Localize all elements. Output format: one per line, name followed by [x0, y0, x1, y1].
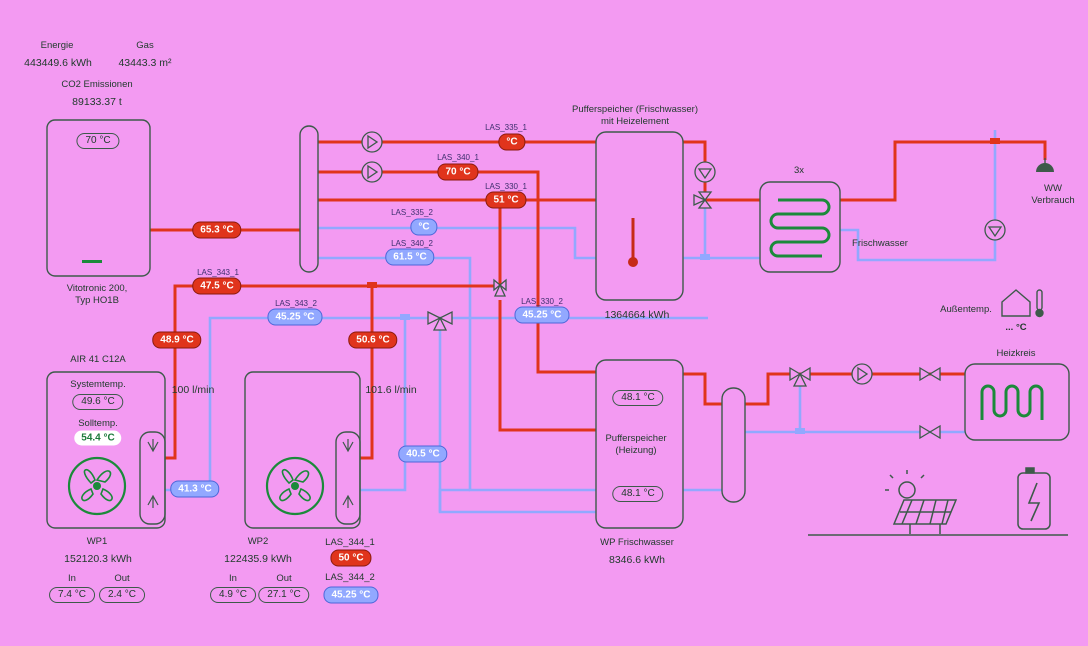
sensor-value-hot: 47.5 °C [192, 277, 242, 295]
pump-icon[interactable] [984, 219, 1006, 241]
ww-label-line2: Verbrauch [1031, 195, 1075, 206]
boiler-unit[interactable] [46, 119, 151, 277]
sensor-value-cold: 45.25 °C [323, 586, 379, 604]
wp1-name: WP1 [86, 536, 108, 547]
heat-exchanger[interactable] [759, 181, 841, 273]
shower-icon [1036, 158, 1054, 172]
wp1-out-value: 2.4 °C [99, 587, 145, 603]
wp1-set-temp-label: Solltemp. [78, 418, 118, 429]
boiler-name-line2: Typ HO1B [75, 295, 119, 306]
sensor-label: LAS_335_1 [485, 123, 527, 132]
thermometer-icon [628, 218, 638, 267]
wp2-out-value: 27.1 °C [258, 587, 310, 603]
sensor-label: LAS_330_1 [485, 182, 527, 191]
heating-separator [721, 387, 746, 503]
sensor-value-cold: 45.25 °C [267, 308, 323, 326]
pump-icon[interactable] [361, 131, 383, 153]
solar-panel-icon [885, 470, 958, 534]
wp2-name: WP2 [247, 536, 269, 547]
heat-pump-wp1[interactable] [46, 371, 166, 529]
wp2-out-label: Out [276, 573, 292, 584]
exchanger-count: 3x [793, 165, 805, 176]
wp1-set-temp-value: 54.4 °C [74, 430, 122, 446]
wp1-energy: 152120.3 kWh [64, 553, 132, 565]
wp2-energy: 122435.9 kWh [224, 553, 292, 565]
outdoor-temp-value: ... °C [1005, 322, 1027, 333]
buffer-heat-subtitle: WP Frischwasser [600, 537, 674, 548]
sensor-label: LAS_344_1 [325, 537, 375, 548]
pipe-temp-wp1-return: 41.3 °C [170, 480, 220, 498]
buffer-heat-label-line1: Pufferspeicher [605, 433, 667, 444]
wp1-system-temp-label: Systemtemp. [70, 379, 126, 390]
pipe-temp-boiler-out: 65.3 °C [192, 221, 242, 239]
buffer-heat-energy: 8346.6 kWh [608, 554, 666, 566]
heizkreis-label: Heizkreis [996, 348, 1036, 359]
sensor-value-cold: 45.25 °C [514, 306, 570, 324]
sensor-label: LAS_335_2 [391, 208, 433, 217]
three-way-valve-icon[interactable] [427, 310, 453, 331]
sensor-label: LAS_340_2 [391, 239, 433, 248]
buffer-heat-temp-bottom: 48.1 °C [612, 486, 664, 502]
pipe-junctions [367, 138, 1000, 434]
house-icon [1001, 289, 1031, 317]
wp1-flow-rate: 100 l/min [171, 384, 215, 396]
fan-icon [67, 456, 127, 516]
fan-icon [265, 456, 325, 516]
wp1-model: AIR 41 C12A [70, 354, 126, 365]
ww-label-line1: WW [1044, 183, 1062, 194]
co2-label: CO2 Emissionen [61, 79, 133, 90]
wp2-flow-rate: 101.6 l/min [365, 384, 417, 396]
sensor-label: LAS_344_2 [325, 572, 375, 583]
buffer-fresh-title-line1: Pufferspeicher (Frischwasser) [571, 104, 699, 115]
wp2-in-label: In [229, 573, 237, 584]
gas-label: Gas [136, 40, 154, 51]
gas-value: 43443.3 m² [118, 57, 172, 69]
three-way-valve-icon[interactable] [493, 278, 507, 297]
buffer-tank-heating[interactable] [595, 359, 684, 529]
three-way-valve-icon[interactable] [693, 191, 713, 209]
boiler-temp: 70 °C [76, 133, 120, 149]
sensor-label: LAS_343_1 [197, 268, 239, 277]
exchanger-label: Frischwasser [852, 238, 908, 249]
sensor-label: LAS_330_2 [521, 297, 563, 306]
pump-icon[interactable] [694, 161, 716, 183]
heating-circuit-radiator[interactable] [964, 363, 1070, 441]
pipe-temp-wp1-flow: 48.9 °C [152, 331, 202, 349]
wp2-in-value: 4.9 °C [210, 587, 256, 603]
boiler-name-line1: Vitotronic 200, [66, 283, 128, 294]
outdoor-temp-label: Außentemp. [940, 304, 992, 315]
pump-icon[interactable] [851, 363, 873, 385]
pump-icon[interactable] [361, 161, 383, 183]
three-way-valve-icon[interactable] [789, 366, 811, 387]
sensor-value-cold: 61.5 °C [385, 248, 435, 266]
pipe-temp-wp2-return: 40.5 °C [398, 445, 448, 463]
battery-icon [1017, 467, 1051, 530]
energy-label: Energie [40, 40, 74, 51]
sensor-label: LAS_343_2 [275, 299, 317, 308]
sensor-label: LAS_340_1 [437, 153, 479, 162]
energy-value: 443449.6 kWh [24, 57, 92, 69]
buffer-fresh-title-line2: mit Heizelement [600, 116, 670, 127]
buffer-tank-fresh[interactable] [595, 131, 684, 301]
wp1-in-label: In [68, 573, 76, 584]
pipe-temp-wp2-flow: 50.6 °C [348, 331, 398, 349]
hydraulic-separator [299, 125, 319, 273]
sensor-value-hot: °C [498, 133, 526, 151]
outdoor-thermometer-icon [1035, 289, 1044, 318]
sensor-value-cold: °C [410, 218, 438, 236]
buffer-heat-temp-top: 48.1 °C [612, 390, 664, 406]
valve-icon[interactable] [919, 424, 941, 440]
sensor-value-hot: 51 °C [485, 191, 527, 209]
heat-pump-wp2[interactable] [244, 371, 361, 529]
sensor-value-hot: 50 °C [330, 549, 372, 567]
co2-value: 89133.37 t [72, 96, 122, 108]
sensor-value-hot: 70 °C [437, 163, 479, 181]
buffer-fresh-energy: 1364664 kWh [604, 309, 670, 321]
valve-icon[interactable] [919, 366, 941, 382]
buffer-heat-label-line2: (Heizung) [615, 445, 657, 456]
wp1-in-value: 7.4 °C [49, 587, 95, 603]
wp1-out-label: Out [114, 573, 130, 584]
wp1-system-temp-value: 49.6 °C [72, 394, 124, 410]
